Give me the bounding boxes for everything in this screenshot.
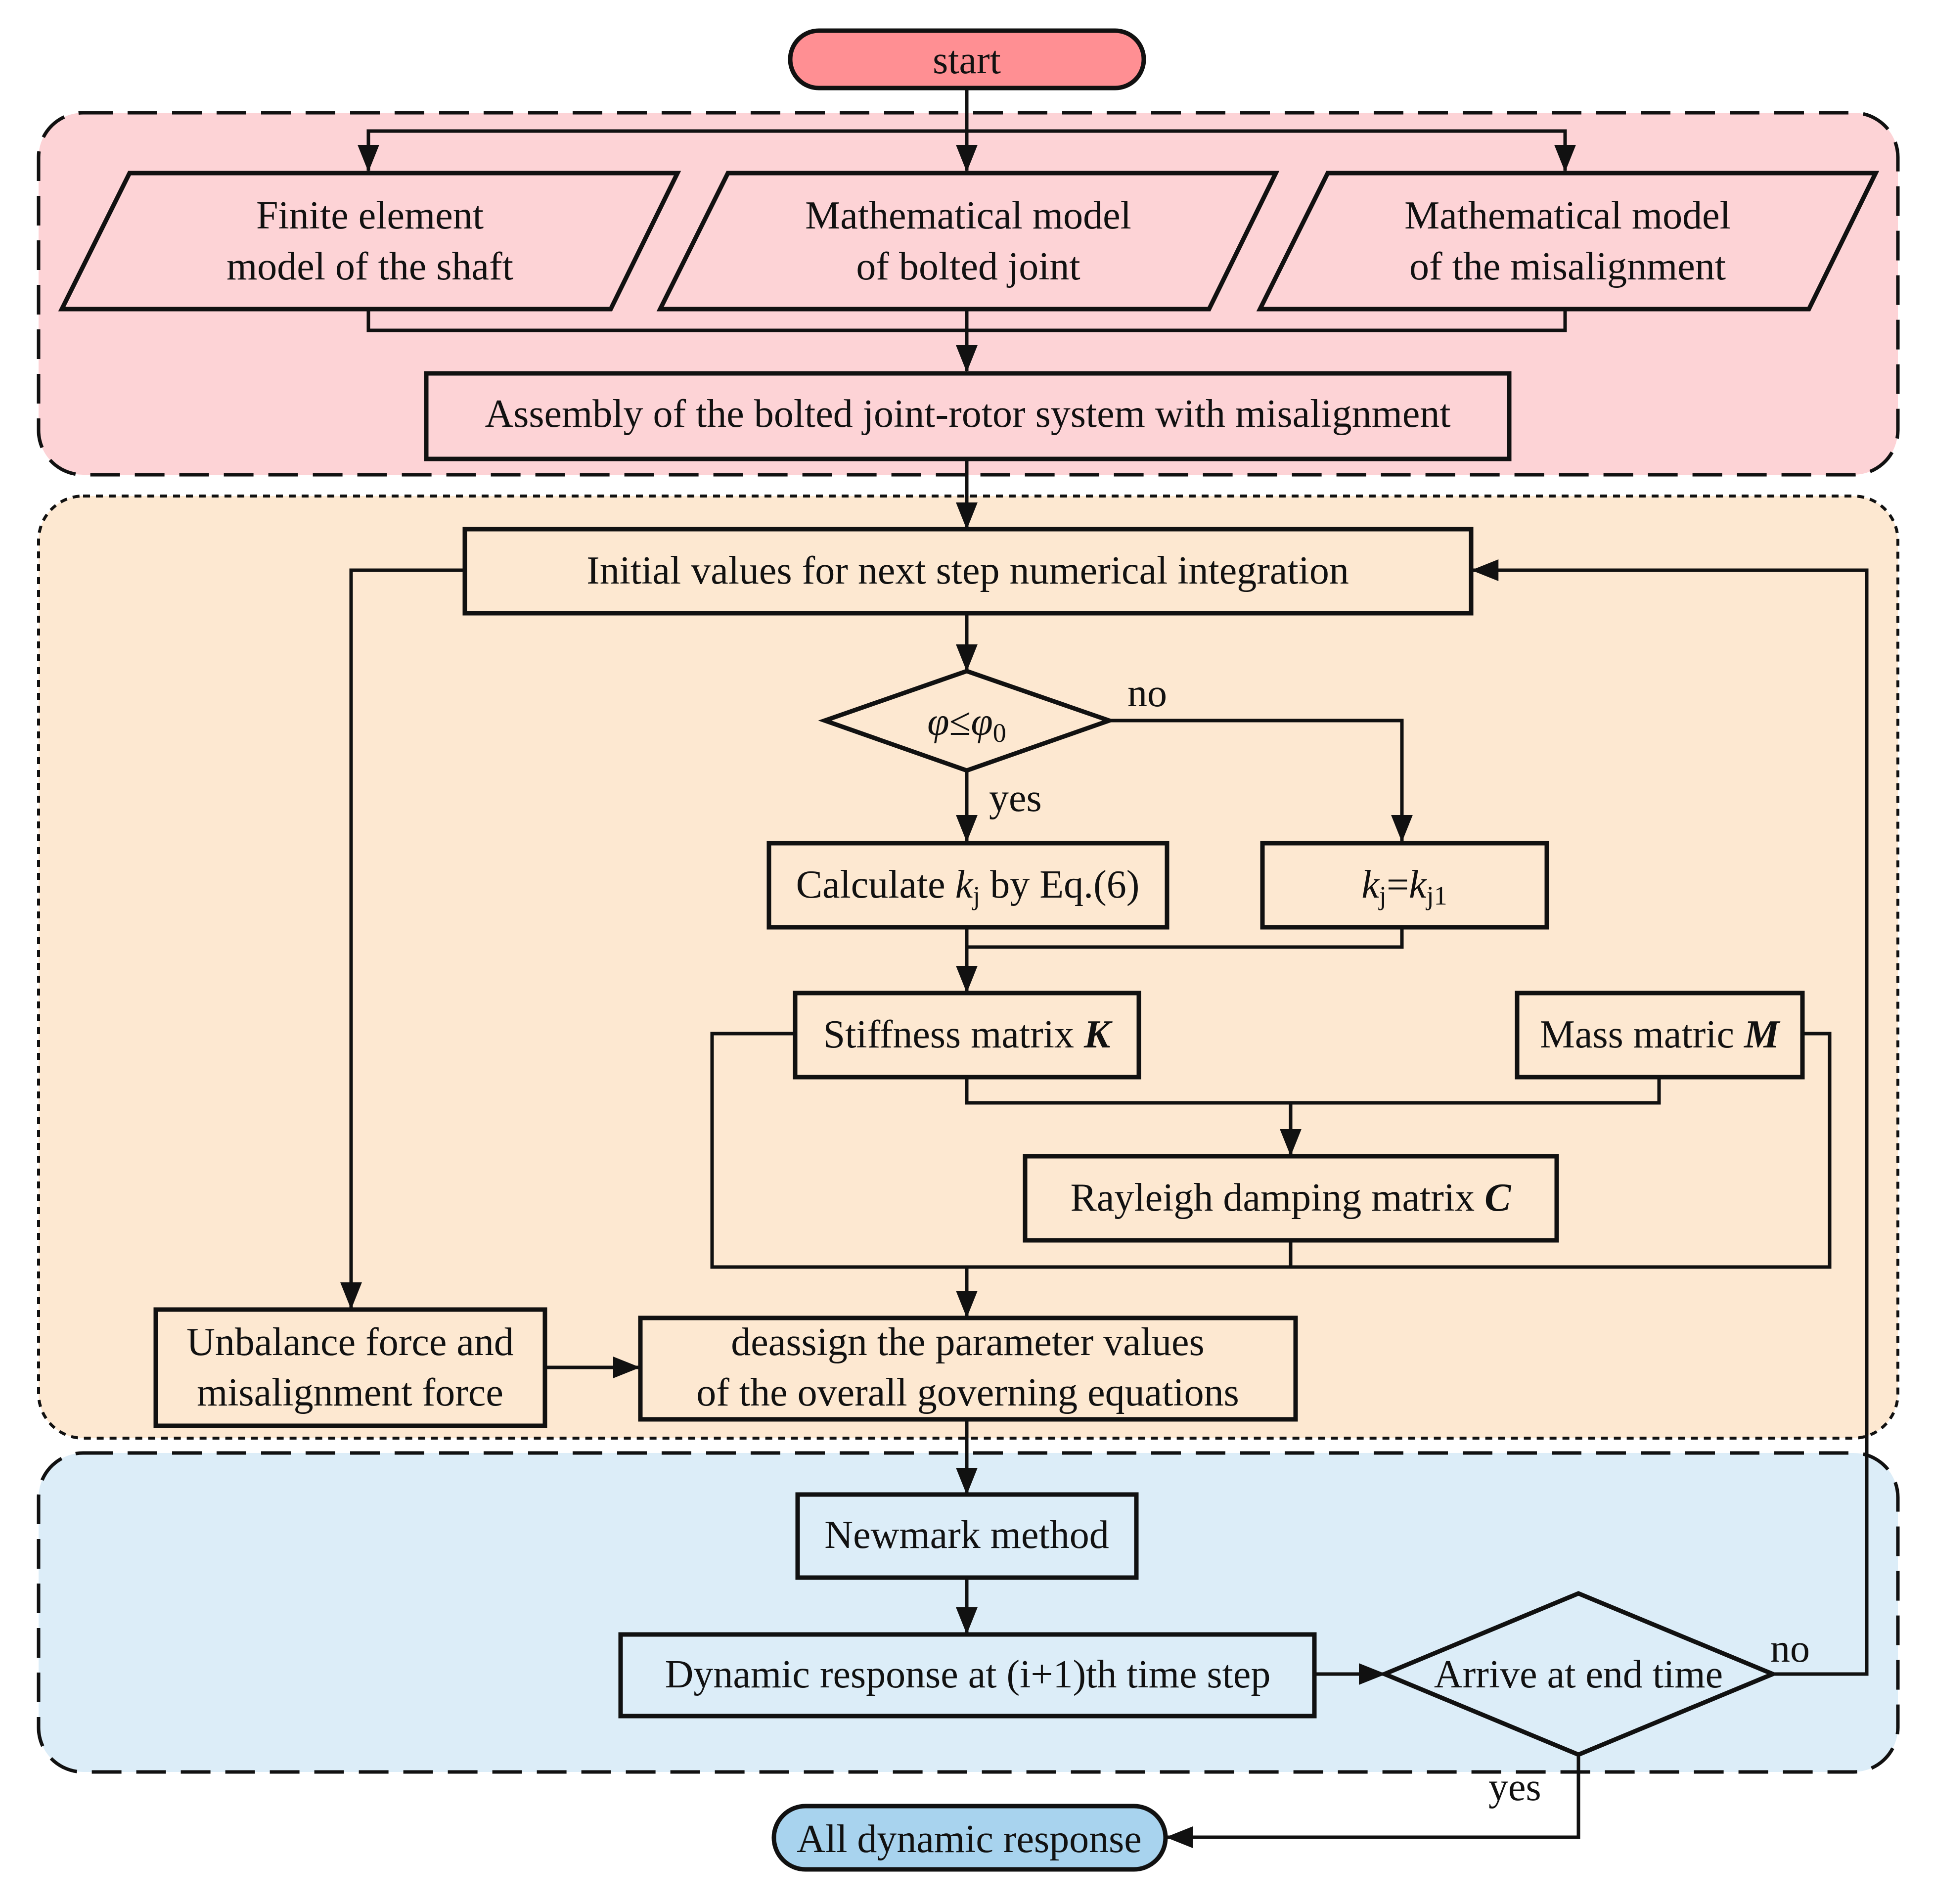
stiffness-node	[793, 991, 1141, 1080]
unbalance-node	[153, 1307, 547, 1428]
stiffness-label: Stiffness matrix K	[823, 1013, 1113, 1056]
deassign-node	[638, 1315, 1298, 1422]
all-response-terminal	[771, 1804, 1168, 1872]
fe-model-line1: Finite element	[256, 194, 484, 237]
initial-values-label: Initial values for next step numerical i…	[586, 549, 1349, 592]
mass-label: Mass matric M	[1540, 1013, 1781, 1056]
misalign-model-line2: of the misalignment	[1409, 245, 1726, 288]
kj-assign-k1: k	[1361, 863, 1380, 907]
calc-kj-sub: j	[972, 881, 980, 910]
end-time-label: Arrive at end time	[1434, 1653, 1723, 1696]
phi0-subscript: 0	[993, 718, 1006, 748]
end-no-label: no	[1770, 1627, 1810, 1671]
start-label: start	[933, 39, 1001, 82]
deassign-line1: deassign the parameter values	[731, 1320, 1204, 1364]
bolted-model-node	[656, 171, 1280, 312]
bolted-model-line1: Mathematical model	[805, 194, 1131, 237]
phi-relation: ≤	[949, 700, 971, 744]
phi-decision-node	[818, 669, 1116, 773]
newmark-node	[795, 1492, 1139, 1580]
connectors	[340, 88, 1869, 1848]
fe-model-node	[58, 171, 681, 312]
calc-kj-k: k	[955, 863, 974, 907]
end-yes-label: yes	[1488, 1766, 1541, 1809]
damping-node	[1023, 1154, 1559, 1243]
start-terminal	[788, 28, 1146, 91]
calc-kj-pre: Calculate	[796, 863, 955, 907]
damping-label: Rayleigh damping matrix C	[1071, 1176, 1512, 1220]
kj-assign-node	[1260, 841, 1549, 930]
initial-values-node	[462, 527, 1474, 616]
calc-kj-post: by Eq.(6)	[980, 863, 1139, 907]
kj-assign-label: kj=kj1	[1361, 863, 1447, 910]
mass-text: Mass matric	[1540, 1013, 1744, 1056]
mass-symbol: M	[1743, 1013, 1781, 1056]
dynamic-step-label: Dynamic response at (i+1)th time step	[665, 1653, 1271, 1696]
end-time-decision-node	[1379, 1591, 1779, 1757]
assembly-label: Assembly of the bolted joint-rotor syste…	[485, 392, 1450, 436]
bolted-model-line2: of bolted joint	[856, 245, 1080, 288]
damping-symbol: C	[1484, 1176, 1512, 1220]
kj-assign-sub1: j	[1378, 881, 1387, 910]
unbalance-line1: Unbalance force and	[186, 1320, 514, 1364]
kj-assign-sub2: j1	[1426, 881, 1447, 910]
all-response-label: All dynamic response	[797, 1817, 1142, 1861]
assembly-node	[424, 371, 1512, 461]
kj-assign-k2: k	[1409, 863, 1427, 907]
newmark-label: Newmark method	[824, 1513, 1109, 1557]
misalign-model-line1: Mathematical model	[1404, 194, 1731, 237]
phi-symbol: φ	[927, 700, 949, 744]
calc-kj-label: Calculate kj by Eq.(6)	[796, 863, 1140, 910]
stiffness-text: Stiffness matrix	[823, 1013, 1084, 1056]
phi-no-label: no	[1127, 672, 1167, 715]
calc-kj-node	[766, 841, 1169, 930]
mass-node	[1515, 991, 1805, 1080]
stiffness-symbol: K	[1083, 1013, 1113, 1056]
phi-condition: φ≤φ0	[927, 700, 1006, 748]
unbalance-line2: misalignment force	[197, 1371, 503, 1414]
phi-yes-label: yes	[989, 776, 1042, 820]
kj-assign-eq: =	[1387, 863, 1409, 907]
fe-model-line2: model of the shaft	[226, 245, 513, 288]
misalign-model-node	[1256, 171, 1880, 312]
damping-text: Rayleigh damping matrix	[1071, 1176, 1485, 1220]
phi0-symbol: φ	[971, 700, 992, 744]
dynamic-step-node	[618, 1632, 1317, 1719]
deassign-line2: of the overall governing equations	[696, 1371, 1239, 1414]
